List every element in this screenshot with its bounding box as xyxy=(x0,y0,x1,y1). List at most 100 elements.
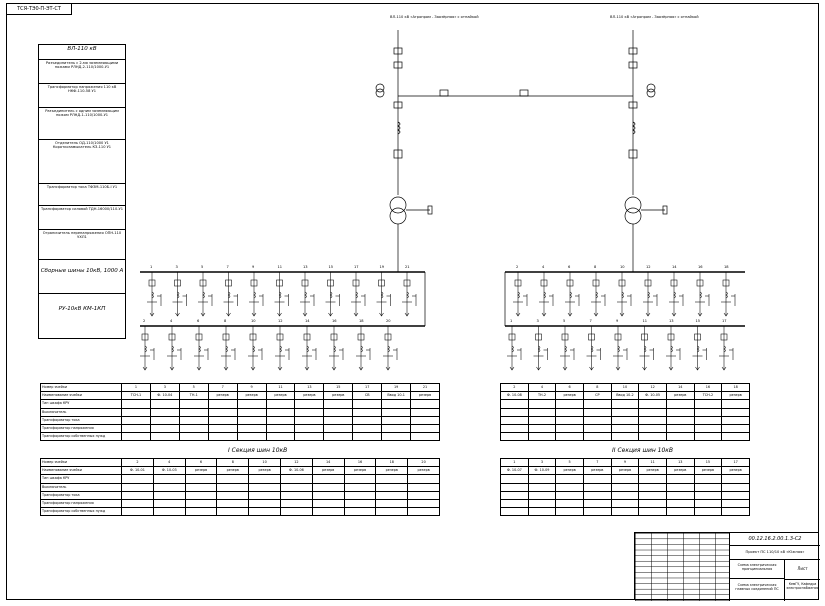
table-cell xyxy=(152,490,186,500)
switchgear-cells xyxy=(140,272,736,371)
stamp-code: ТСЯ-ТЭ0-П-ЭТ-СТ xyxy=(6,3,72,15)
table-cell xyxy=(610,490,640,500)
cell-section1-top xyxy=(351,272,366,317)
cell-section1-top xyxy=(198,272,213,317)
table-cell xyxy=(582,399,612,409)
table-cell xyxy=(121,407,151,417)
table-cell xyxy=(236,432,267,442)
table-cell xyxy=(248,507,281,517)
section-title-2: II Секция шин 10кВ xyxy=(612,447,674,454)
bay-number: 18 xyxy=(359,319,364,323)
table-cell: 5 xyxy=(178,382,209,393)
organization: КемГУ, Кафедра электроснабжения xyxy=(786,582,819,591)
table-cell: Ф. 10-06 xyxy=(279,466,313,476)
row-label: Трансформатор тока xyxy=(40,490,122,500)
table-cell: 5 xyxy=(555,457,584,468)
table-cell xyxy=(693,415,723,425)
table-cell: 8 xyxy=(582,382,612,393)
cell-section1-top xyxy=(325,272,340,317)
table-cell xyxy=(375,498,409,509)
bay-number: 13 xyxy=(669,319,674,323)
bay-number: 1 xyxy=(150,265,152,269)
table-cell xyxy=(279,498,313,509)
table-cell: 10 xyxy=(248,457,281,468)
cell-section2-bottom xyxy=(507,326,522,371)
table-cell xyxy=(236,407,267,417)
cell-section1-bottom xyxy=(356,326,371,371)
legend-title: ВЛ-110 кВ xyxy=(67,46,97,52)
table-cell xyxy=(582,482,612,492)
table-cell xyxy=(343,498,377,509)
cell-section1-top xyxy=(402,272,417,317)
sheet-label: Лист xyxy=(785,559,820,580)
cell-section2-top xyxy=(591,272,606,317)
table-cell xyxy=(352,423,383,434)
table-cell: Ф. 10-05 xyxy=(638,391,667,401)
table-cell xyxy=(500,415,529,425)
table-cell xyxy=(265,399,296,409)
table-cell xyxy=(500,407,529,417)
table-cell xyxy=(610,423,640,434)
table-cell xyxy=(375,507,409,517)
row-label: Номер ячейки xyxy=(40,457,122,468)
bay-number: 17 xyxy=(722,319,727,323)
table-cell xyxy=(184,490,218,500)
table-cell xyxy=(721,474,750,484)
table-cell xyxy=(638,490,667,500)
table-cell: 8 xyxy=(216,457,250,468)
table-cell xyxy=(265,432,296,442)
table-cell: 9 xyxy=(610,457,640,468)
table-cell xyxy=(610,474,640,484)
table-cell xyxy=(527,498,557,509)
table-cell xyxy=(178,407,209,417)
cell-section1-top xyxy=(223,272,238,317)
row-label: Трансформатор напряжения xyxy=(40,423,122,434)
table-cell xyxy=(381,407,412,417)
table-cell xyxy=(665,490,695,500)
table-cell: резерв xyxy=(721,466,750,476)
bay-number: 10 xyxy=(620,265,625,269)
table-cell xyxy=(410,415,440,425)
table-cell xyxy=(582,423,612,434)
table-cell xyxy=(207,423,238,434)
bay-number: 5 xyxy=(563,319,565,323)
table-cell: резерв xyxy=(248,466,281,476)
table-cell: резерв xyxy=(207,391,238,401)
cell-section1-bottom xyxy=(329,326,344,371)
table-cell xyxy=(582,490,612,500)
row-label: Трансформатор напряжения xyxy=(40,498,122,509)
legend-block-5: Трансформатор тока ТФЗМ-110Б-I У1 xyxy=(39,183,125,205)
table-cell xyxy=(665,432,695,442)
table-cell xyxy=(527,507,557,517)
legend-block-3: Разъединитель с одним заземляющим ножом … xyxy=(39,107,125,139)
table-cell xyxy=(248,490,281,500)
row-label: Тип шкафа КРУ xyxy=(40,474,122,484)
table-cell xyxy=(407,482,440,492)
table-cell xyxy=(610,399,640,409)
bay-number: 14 xyxy=(305,319,310,323)
table-cell xyxy=(665,407,695,417)
table-cell: резерв xyxy=(375,466,409,476)
table-cell xyxy=(555,490,584,500)
legend-block-2: Трансформатор напряжения 110 кВ НКФ-110-… xyxy=(39,83,125,107)
table-cell xyxy=(693,399,723,409)
table-cell xyxy=(216,474,250,484)
table-cell: резерв xyxy=(294,391,325,401)
cell-section1-bottom xyxy=(194,326,209,371)
table-cell: 16 xyxy=(343,457,377,468)
cell-section1-top xyxy=(249,272,264,317)
table-cell xyxy=(500,482,529,492)
cell-section2-bottom xyxy=(560,326,575,371)
table-cell xyxy=(294,407,325,417)
table-cell xyxy=(638,415,667,425)
table-cell xyxy=(149,415,180,425)
table-cell: 10 xyxy=(610,382,640,393)
table-cell: резерв xyxy=(343,466,377,476)
table-cell xyxy=(121,415,151,425)
table-cell xyxy=(152,482,186,492)
table-cell: 12 xyxy=(279,457,313,468)
table-cell: резерв xyxy=(555,466,584,476)
table-cell: резерв xyxy=(410,391,440,401)
table-cell: резерв xyxy=(184,466,218,476)
